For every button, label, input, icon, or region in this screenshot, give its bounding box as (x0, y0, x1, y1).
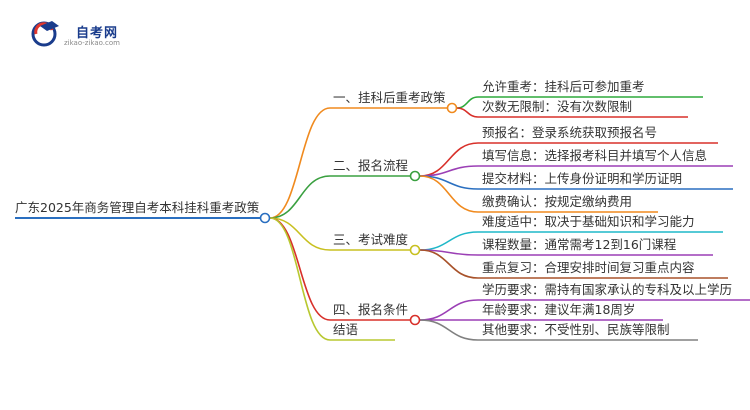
graduation-cap-icon (31, 21, 59, 47)
leaf-label-3-3: 重点复习：合理安排时间复习重点内容 (482, 260, 695, 275)
leaf-edge-3-3 (419, 249, 479, 279)
root-node[interactable] (259, 212, 271, 224)
branch-edge-2 (269, 175, 331, 219)
leaf-label-4-1: 学历要求：需持有国家承认的专科及以上学历 (482, 282, 732, 297)
branch-label-2: 二、报名流程 (333, 158, 409, 173)
branch-node-2[interactable] (409, 170, 421, 182)
site-name: 自考网 (76, 26, 119, 41)
branch-edge-3 (269, 217, 331, 251)
leaf-label-2-3: 提交材料：上传身份证明和学历证明 (482, 171, 682, 186)
leaf-label-2-4: 缴费确认：按规定缴纳费用 (482, 194, 632, 209)
leaf-edge-1-1 (456, 96, 479, 109)
leaf-edge-4-3 (419, 319, 479, 341)
root-node-label: 广东2025年商务管理自考本科挂科重考政策 (15, 200, 260, 215)
branch-node-3[interactable] (409, 244, 421, 256)
leaf-label-1-2: 次数无限制：没有次数限制 (482, 99, 632, 114)
site-domain: zikao-zikao.com (64, 39, 120, 47)
leaf-edge-4-1 (419, 299, 479, 321)
branch-label-4: 四、报名条件 (333, 302, 408, 317)
branch-label-3: 三、考试难度 (333, 232, 409, 247)
leaf-label-2-2: 填写信息：选择报考科目并填写个人信息 (482, 148, 707, 163)
leaf-label-3-1: 难度适中：取决于基础知识和学习能力 (482, 214, 695, 229)
leaf-label-4-3: 其他要求：不受性别、民族等限制 (482, 322, 670, 337)
leaf-edge-2-4 (419, 175, 479, 213)
leaf-edge-1-2 (456, 107, 479, 118)
site-logo[interactable]: 自考网 zikao-zikao.com (30, 18, 140, 54)
leaf-label-2-1: 预报名：登录系统获取预报名号 (482, 125, 657, 140)
branch-node-4[interactable] (409, 314, 421, 326)
leaf-label-4-2: 年龄要求：建议年满18周岁 (482, 302, 635, 317)
branch-node-1[interactable] (446, 102, 458, 114)
branch-label-5: 结语 (333, 322, 358, 337)
leaf-label-3-2: 课程数量：通常需考12到16门课程 (482, 237, 677, 252)
leaf-label-1-1: 允许重考：挂科后可参加重考 (482, 79, 645, 94)
branch-label-1: 一、挂科后重考政策 (333, 90, 446, 105)
branch-edge-5 (269, 217, 331, 341)
branch-edge-1 (269, 107, 331, 219)
leaf-edge-3-1 (419, 231, 479, 251)
